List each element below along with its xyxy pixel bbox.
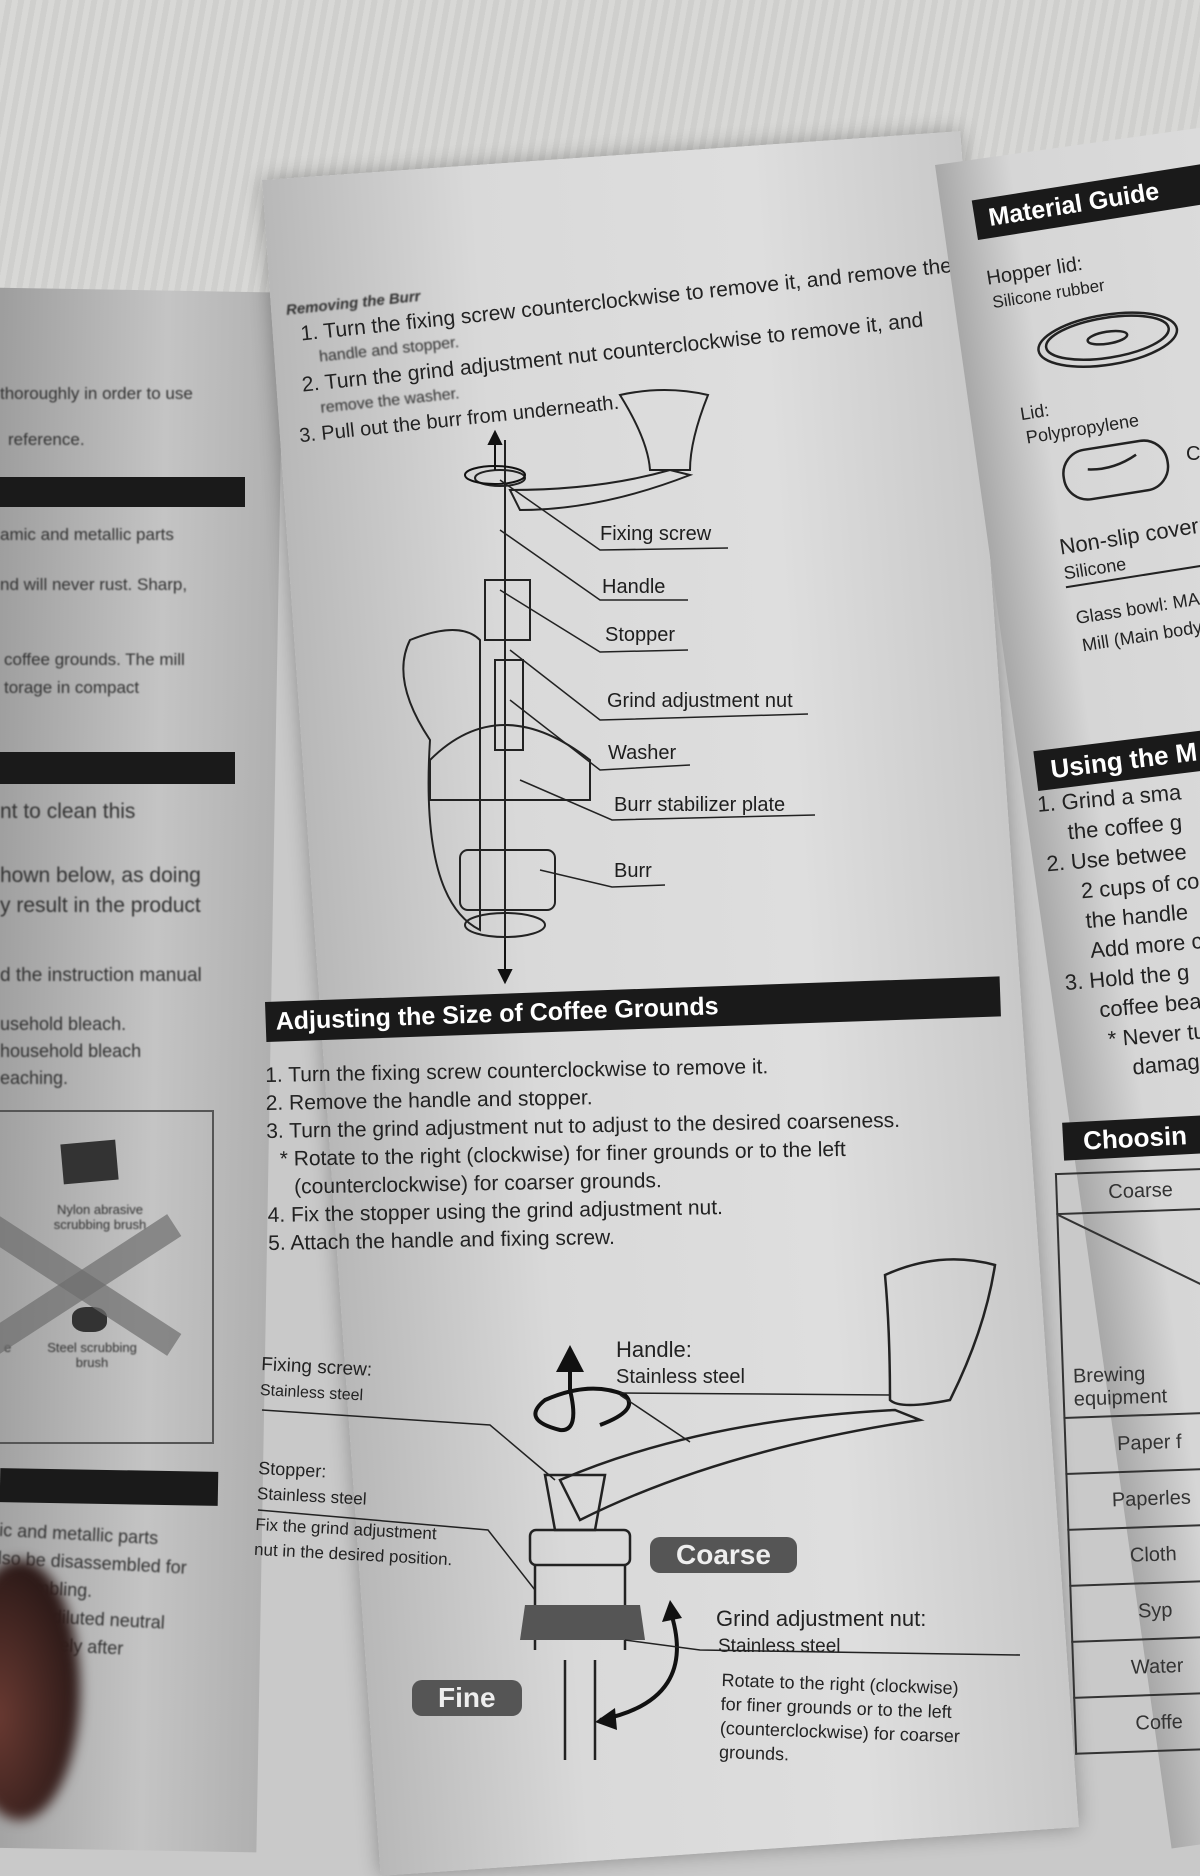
left-section-bar [0, 477, 245, 507]
stopper-ring [528, 1528, 632, 1567]
right-text-fragment: C [1186, 443, 1200, 465]
part-label-stopper: Stopper [605, 624, 676, 646]
grind-nut-note-block: Rotate to the right (clockwise) for fine… [719, 1668, 962, 1772]
left-text: nd will never rust. Sharp, [0, 575, 188, 594]
lid-icon [1062, 439, 1170, 501]
hopper-lid-icon [1037, 311, 1179, 368]
fine-badge: Fine [412, 1680, 522, 1716]
fixing-screw-callout-block: Fixing screw: Stainless steel [259, 1352, 373, 1410]
material-guide-block: Hopper lid: Silicone rubber Lid: Polypro… [985, 232, 1200, 683]
nylon-brush-label: Nylon abrasive scrubbing brush [53, 1202, 147, 1232]
left-text: hown below, as doing [0, 864, 201, 887]
burr-part [459, 849, 556, 911]
left-text: torage in compact [4, 678, 140, 697]
table-header: Coarse [1055, 1168, 1200, 1215]
down-arrow-icon [497, 969, 513, 985]
stopper-callout-block: Stopper: Stainless steel Fix the grind a… [253, 1456, 457, 1572]
table-cell: Coffe [1074, 1691, 1200, 1754]
rotate-up-arrow-icon [533, 1365, 632, 1433]
table-row: Coffe [1074, 1691, 1200, 1754]
table-row: Water [1072, 1635, 1200, 1698]
table-row: Paperles [1066, 1468, 1200, 1530]
left-text: usehold bleach. [0, 1014, 127, 1034]
left-text: coffee grounds. The mill [4, 650, 185, 669]
leader-lines [499, 479, 816, 888]
part-label-handle: Handle [602, 576, 666, 598]
grind-nut-material: Stainless steel [718, 1636, 841, 1657]
exploded-mill-diagram [402, 389, 816, 985]
coarse-fine-double-arrow-icon [599, 1609, 679, 1722]
crank-arm [558, 1408, 925, 1522]
left-text: y result in the product [0, 894, 201, 917]
table-cell: Syp [1070, 1579, 1200, 1642]
left-text: eaching. [0, 1068, 69, 1088]
table-cell: Paperles [1066, 1468, 1200, 1530]
handle-knob [618, 389, 710, 471]
part-label-washer: Washer [608, 742, 677, 764]
left-section-bar [0, 752, 235, 784]
steel-brush-label: Steel scrubbing brush [47, 1340, 137, 1370]
grind-nut-thread [494, 659, 524, 751]
crank-arm [508, 468, 694, 512]
left-text: thoroughly in order to use [0, 384, 193, 403]
stopper-part [543, 1473, 607, 1532]
left-text: reference. [8, 430, 85, 449]
table-cell: Paper f [1064, 1412, 1200, 1474]
table-corner-cell: G Brewing equipment [1057, 1208, 1200, 1418]
washer-part [429, 724, 591, 801]
table-row: Syp [1070, 1579, 1200, 1642]
grind-nut-part [520, 1605, 645, 1640]
part-label-grind-adjustment-nut: Grind adjustment nut [607, 690, 793, 712]
left-page-content: thoroughly in order to use reference. am… [0, 0, 270, 1800]
table-row: Cloth [1068, 1524, 1200, 1586]
stopper-part [484, 579, 531, 641]
mill-body-outline [402, 629, 481, 932]
using-steps-block: 1. Grind a sma the coffee g 2. Use betwe… [1036, 777, 1200, 1089]
grind-nut-callout: Grind adjustment nut: [716, 1606, 927, 1631]
handle-callout: Handle: [616, 1337, 692, 1362]
brewing-equipment-header: Brewing equipment [1072, 1363, 1168, 1411]
diagonal-line [1057, 1214, 1200, 1300]
callout-lines [257, 1392, 1021, 1656]
up-arrow-icon [487, 429, 503, 445]
left-text: household bleach [0, 1041, 142, 1061]
table-row: Coarse [1055, 1168, 1200, 1215]
lid-label: Lid: [1018, 399, 1051, 425]
coarse-badge: Coarse [650, 1537, 797, 1573]
table-row: Paper f [1064, 1412, 1200, 1474]
table-row: G Brewing equipment [1057, 1208, 1200, 1418]
left-text: amic and metallic parts [0, 525, 174, 544]
do-not-use-box: Nylon abrasive scrubbing brush Steel scr… [0, 1110, 214, 1444]
left-text: d the instruction manual [0, 965, 202, 986]
handle-knob [883, 1258, 997, 1407]
part-label-burr: Burr [614, 860, 652, 882]
part-label-burr-stabilizer-plate: Burr stabilizer plate [614, 794, 786, 816]
adjustment-diagram [257, 1258, 1021, 1760]
fixing-screw-part [474, 469, 526, 487]
grind-table: Coarse G Brewing equipment Paper f Paper… [1055, 1167, 1200, 1755]
table-cell: Water [1072, 1635, 1200, 1698]
rotate-arrow-icon [464, 465, 526, 485]
left-text: nt to clean this [0, 800, 136, 823]
part-label-fixing-screw: Fixing screw [600, 523, 712, 545]
handle-material: Stainless steel [616, 1366, 745, 1388]
table-cell: Cloth [1068, 1524, 1200, 1586]
